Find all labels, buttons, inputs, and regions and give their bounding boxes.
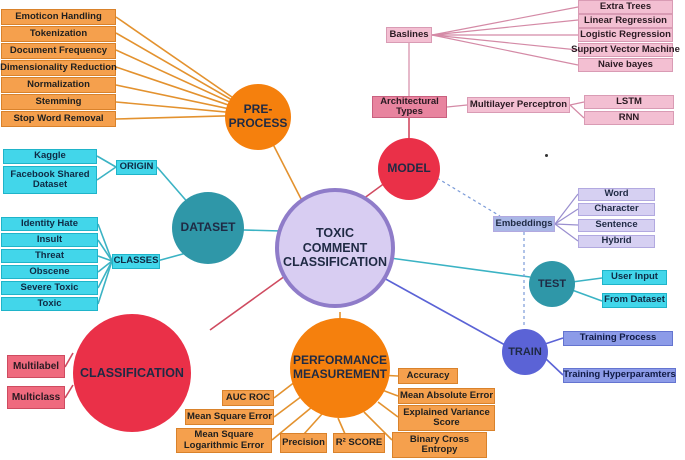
performance-node: PERFORMANCE MEASUREMENT bbox=[290, 318, 390, 418]
embedding-item: Character bbox=[578, 203, 655, 216]
baselines-node: Baslines bbox=[386, 27, 432, 43]
test-node: TEST bbox=[529, 261, 575, 307]
performance-item: Precision bbox=[280, 433, 327, 453]
performance-item: Accuracy bbox=[398, 368, 458, 384]
embedding-item: Word bbox=[578, 188, 655, 201]
baseline-item: Naive bayes bbox=[578, 58, 673, 72]
classification-node: CLASSIFICATION bbox=[73, 314, 191, 432]
preprocess-node: PRE-PROCESS bbox=[225, 84, 291, 150]
mlp-node: Multilayer Perceptron bbox=[467, 97, 570, 113]
class-item: Toxic bbox=[1, 297, 98, 311]
preprocess-item: Document Frequency bbox=[1, 43, 116, 59]
mlp-item: LSTM bbox=[584, 95, 674, 109]
preprocess-item: Dimensionality Reduction bbox=[0, 60, 117, 76]
preprocess-item: Stop Word Removal bbox=[1, 111, 116, 127]
classification-connectors bbox=[64, 275, 286, 399]
center-node: TOXIC COMMENT CLASSIFICATION bbox=[275, 188, 395, 308]
class-item: Threat bbox=[1, 249, 98, 263]
train-node: TRAIN bbox=[502, 329, 548, 375]
embeddings-node: Embeddings bbox=[493, 216, 555, 232]
train-item: Training Hyperparamters bbox=[563, 368, 676, 383]
test-item: From Dataset bbox=[602, 293, 667, 308]
performance-item: Mean Square Logarithmic Error bbox=[176, 428, 272, 453]
classification-item: Multiclass bbox=[7, 386, 65, 409]
train-connectors bbox=[381, 276, 564, 376]
class-item: Identity Hate bbox=[1, 217, 98, 231]
performance-item: Explained Variance Score bbox=[398, 405, 495, 431]
classification-item: Multilabel bbox=[7, 355, 65, 378]
baseline-item: Support Vector Machine bbox=[571, 43, 680, 57]
embedding-item: Sentence bbox=[578, 219, 655, 232]
test-connectors bbox=[389, 257, 603, 302]
performance-item: Mean Absolute Error bbox=[398, 388, 495, 404]
preprocess-item: Normalization bbox=[1, 77, 116, 93]
architectural-types-node: Architectural Types bbox=[372, 96, 447, 118]
baseline-item: Logistic Regression bbox=[578, 28, 673, 42]
embedding-connectors bbox=[554, 193, 579, 242]
preprocess-item: Stemming bbox=[1, 94, 116, 110]
class-item: Obscene bbox=[1, 265, 98, 279]
performance-item: Binary Cross Entropy bbox=[392, 432, 487, 458]
test-item: User Input bbox=[602, 270, 667, 285]
dataset-connectors bbox=[96, 155, 319, 305]
class-item: Severe Toxic bbox=[1, 281, 98, 295]
origin-item: Kaggle bbox=[3, 149, 97, 164]
performance-item: AUC ROC bbox=[222, 390, 274, 406]
class-item: Insult bbox=[1, 233, 98, 247]
baseline-item: Extra Trees bbox=[578, 0, 673, 14]
dashed-connectors bbox=[431, 174, 525, 328]
embedding-item: Hybrid bbox=[578, 235, 655, 248]
model-tree-connectors bbox=[408, 6, 585, 119]
stray-dot bbox=[545, 154, 548, 157]
preprocess-item: Emoticon Handling bbox=[1, 9, 116, 25]
train-item: Training Process bbox=[563, 331, 673, 346]
mlp-item: RNN bbox=[584, 111, 674, 125]
baseline-item: Linear Regression bbox=[578, 14, 673, 28]
model-node: MODEL bbox=[378, 138, 440, 200]
classes-node: CLASSES bbox=[112, 254, 160, 269]
dataset-node: DATASET bbox=[172, 192, 244, 264]
origin-node: ORIGIN bbox=[116, 160, 157, 175]
preprocess-item: Tokenization bbox=[1, 26, 116, 42]
performance-item: Mean Square Error bbox=[185, 409, 274, 425]
performance-item: R² SCORE bbox=[333, 433, 385, 453]
origin-item: Facebook Shared Dataset bbox=[3, 166, 97, 194]
